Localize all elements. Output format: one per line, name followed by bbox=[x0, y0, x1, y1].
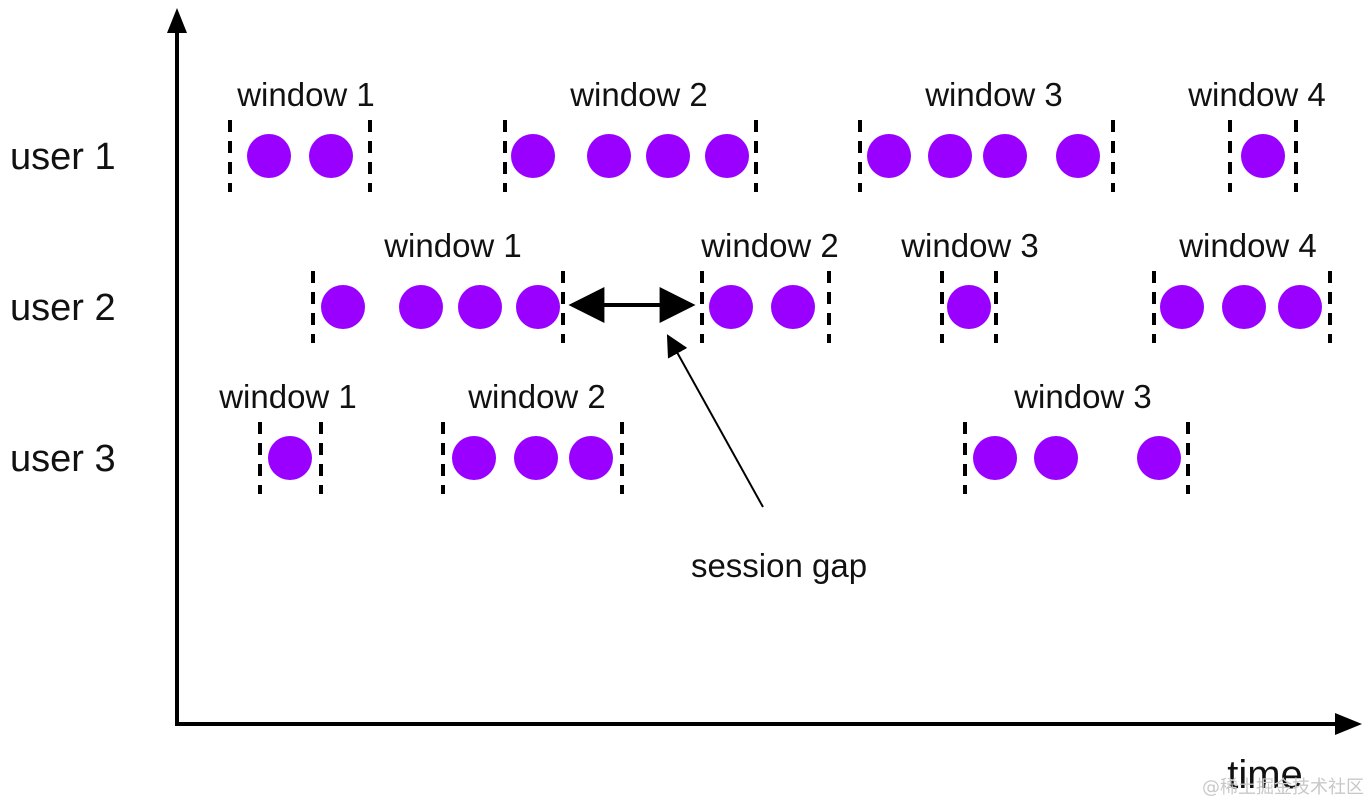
event-dot bbox=[709, 285, 753, 329]
user-3-window-3: window 3 bbox=[963, 378, 1190, 494]
event-dot bbox=[321, 285, 365, 329]
event-dot bbox=[399, 285, 443, 329]
window-label: window 3 bbox=[1013, 378, 1152, 415]
axes: time bbox=[167, 8, 1362, 797]
user-1-window-1: window 1 bbox=[228, 76, 375, 192]
session-gap-label: session gap bbox=[691, 547, 867, 584]
event-dot bbox=[514, 436, 558, 480]
event-dot bbox=[587, 134, 631, 178]
user-1-window-4: window 4 bbox=[1187, 76, 1326, 192]
event-dot bbox=[705, 134, 749, 178]
event-dot bbox=[247, 134, 291, 178]
window-label: window 1 bbox=[383, 227, 522, 264]
window-label: window 3 bbox=[900, 227, 1039, 264]
event-dot bbox=[1241, 134, 1285, 178]
y-axis-arrowhead bbox=[167, 8, 187, 33]
event-dot bbox=[1034, 436, 1078, 480]
event-dot bbox=[268, 436, 312, 480]
event-dot bbox=[1222, 285, 1266, 329]
event-dot bbox=[569, 436, 613, 480]
event-dot bbox=[973, 436, 1017, 480]
user-1-window-3: window 3 bbox=[858, 76, 1115, 192]
watermark: @稀土掘金技术社区 bbox=[1202, 777, 1364, 798]
event-dot bbox=[1137, 436, 1181, 480]
event-dot bbox=[1056, 134, 1100, 178]
user-2-window-2: window 2 bbox=[700, 227, 839, 343]
window-label: window 2 bbox=[700, 227, 839, 264]
event-dot bbox=[646, 134, 690, 178]
window-label: window 4 bbox=[1187, 76, 1326, 113]
user-1-window-2: window 2 bbox=[503, 76, 758, 192]
window-label: window 1 bbox=[218, 378, 357, 415]
user-2-label: user 2 bbox=[10, 287, 116, 329]
user-3-window-1: window 1 bbox=[218, 378, 357, 494]
window-label: window 3 bbox=[924, 76, 1063, 113]
event-dot bbox=[928, 134, 972, 178]
user-3-window-2: window 2 bbox=[441, 378, 624, 494]
event-dot bbox=[1278, 285, 1322, 329]
window-label: window 2 bbox=[569, 76, 708, 113]
event-dot bbox=[516, 285, 560, 329]
session-gap-annotation: session gap bbox=[568, 287, 867, 584]
window-label: window 4 bbox=[1178, 227, 1317, 264]
session-windows: window 1 window 2 window 3 window 4 window 1… bbox=[218, 76, 1332, 494]
x-axis-label: time bbox=[1227, 753, 1303, 797]
user-2-window-1: window 1 bbox=[311, 227, 565, 343]
window-label: window 2 bbox=[467, 378, 606, 415]
user-2-window-4: window 4 bbox=[1152, 227, 1332, 343]
event-dot bbox=[511, 134, 555, 178]
event-dot bbox=[983, 134, 1027, 178]
event-dot bbox=[458, 285, 502, 329]
user-1-label: user 1 bbox=[10, 136, 116, 178]
event-dot bbox=[452, 436, 496, 480]
event-dot bbox=[947, 285, 991, 329]
user-3-label: user 3 bbox=[10, 438, 116, 480]
event-dot bbox=[1160, 285, 1204, 329]
event-dot bbox=[771, 285, 815, 329]
event-dot bbox=[867, 134, 911, 178]
session-gap-pointer-arrow bbox=[666, 334, 764, 508]
event-dot bbox=[309, 134, 353, 178]
user-2-window-3: window 3 bbox=[900, 227, 1039, 343]
user-labels: user 1 user 2 user 3 bbox=[10, 136, 116, 480]
x-axis-arrowhead bbox=[1335, 713, 1362, 735]
window-label: window 1 bbox=[236, 76, 375, 113]
